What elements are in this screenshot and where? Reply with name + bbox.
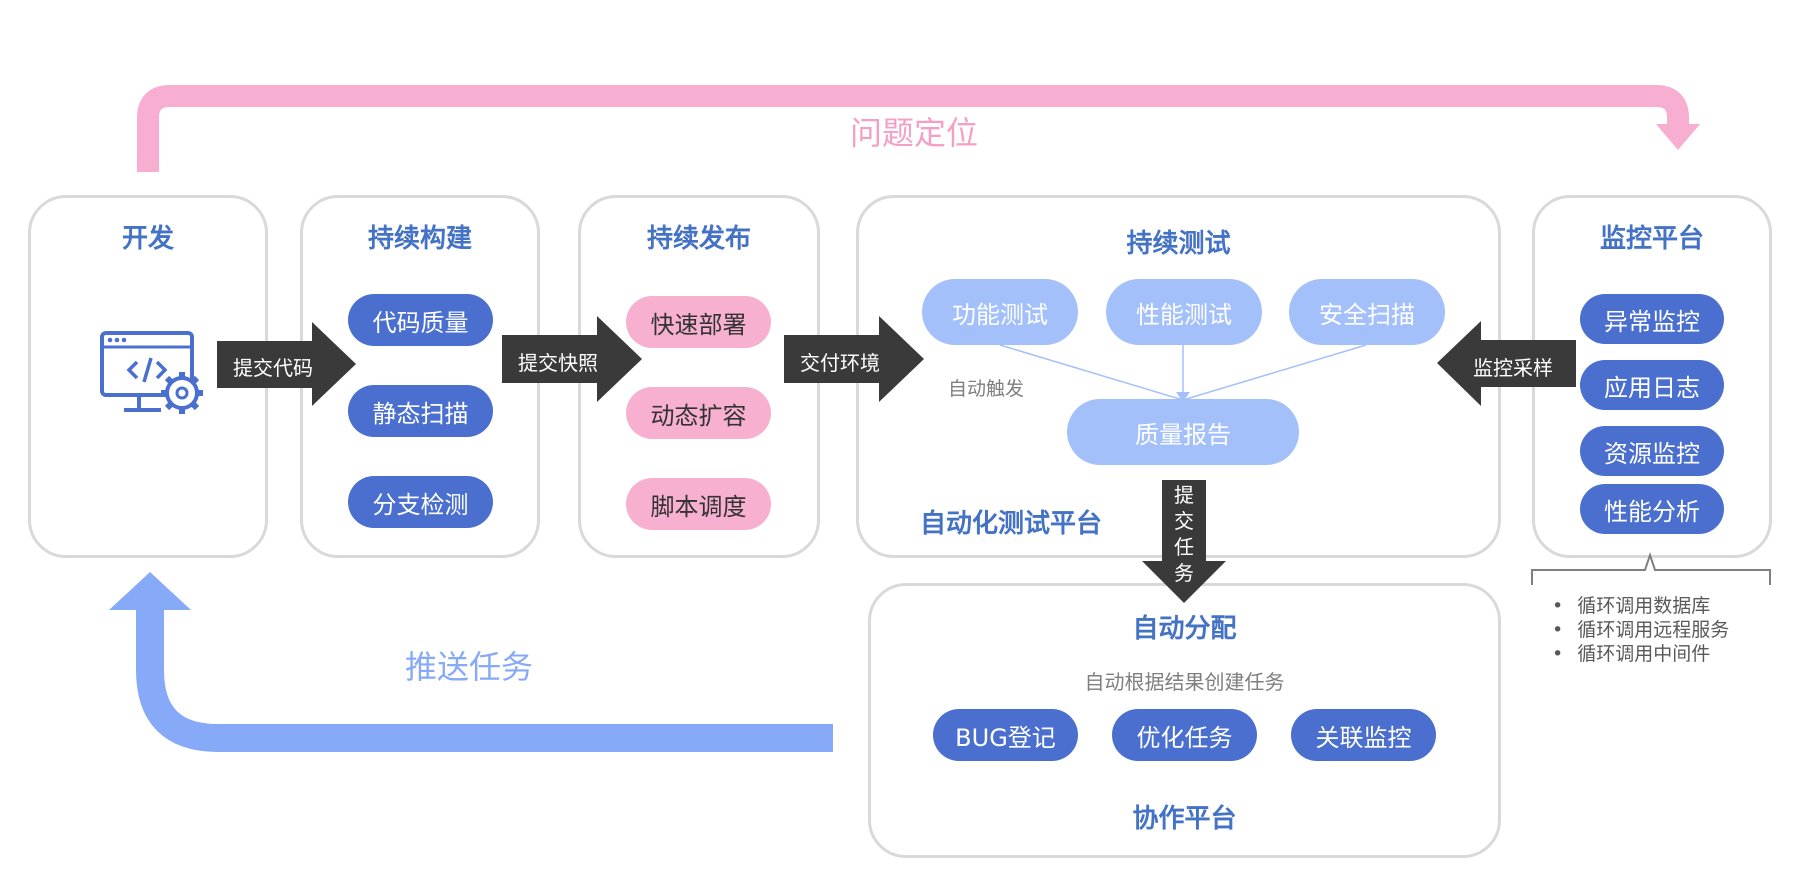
arrow-label-monitor-sample: 监控采样 — [1473, 356, 1553, 380]
code-monitor-gear-icon — [100, 331, 203, 414]
dev-title: 开发 — [121, 224, 174, 254]
monitor-notes: 循环调用数据库 循环调用远程服务 循环调用中间件 — [1548, 594, 1729, 666]
auto-trigger-label: 自动触发 — [948, 378, 1025, 400]
submit-task-char: 交 — [1174, 509, 1194, 533]
monitor-note: 循环调用远程服务 — [1548, 618, 1729, 642]
collab-item-link-monitor: 关联监控 — [1291, 709, 1436, 761]
release-title: 持续发布 — [646, 224, 751, 254]
loop-label-push-task: 推送任务 — [405, 648, 534, 686]
test-platform-label: 自动化测试平台 — [920, 509, 1103, 539]
arrow-monitor-sample — [1437, 321, 1576, 406]
arrow-commit-snapshot — [502, 316, 642, 402]
test-item-functional: 功能测试 — [922, 279, 1078, 345]
test-item-performance: 性能测试 — [1106, 279, 1262, 345]
arrow-submit-task — [1142, 480, 1226, 603]
test-item-security-scan: 安全扫描 — [1289, 279, 1445, 345]
monitor-item-resource: 资源监控 — [1580, 426, 1724, 476]
loop-label-problem-location: 问题定位 — [850, 114, 979, 152]
submit-task-char: 任 — [1174, 535, 1194, 559]
release-item-fast-deploy: 快速部署 — [626, 296, 771, 348]
monitor-item-app-log: 应用日志 — [1580, 360, 1724, 410]
arrow-label-deliver-env: 交付环境 — [800, 351, 880, 375]
release-item-auto-scale: 动态扩容 — [626, 387, 771, 439]
build-item-branch-check: 分支检测 — [348, 476, 493, 528]
collab-subtitle: 自动根据结果创建任务 — [1084, 670, 1285, 694]
release-item-script-schedule: 脚本调度 — [626, 478, 771, 530]
collab-platform-label: 协作平台 — [1132, 804, 1237, 834]
arrow-label-submit-task: 提 交 任 务 — [1172, 482, 1196, 586]
arrow-label-commit-snapshot: 提交快照 — [518, 351, 598, 375]
build-item-code-quality: 代码质量 — [348, 294, 493, 346]
collab-item-bug-register: BUG登记 — [933, 709, 1078, 761]
test-quality-report: 质量报告 — [1067, 399, 1299, 465]
pink-loop-arrowhead — [1656, 124, 1700, 150]
submit-task-char: 务 — [1174, 561, 1194, 585]
collab-title: 自动分配 — [1132, 614, 1237, 644]
build-title: 持续构建 — [367, 224, 472, 254]
monitor-note: 循环调用数据库 — [1548, 594, 1729, 618]
monitor-title: 监控平台 — [1599, 224, 1704, 254]
build-item-static-scan: 静态扫描 — [348, 385, 493, 437]
collab-item-optimize-task: 优化任务 — [1112, 709, 1257, 761]
submit-task-char: 提 — [1174, 483, 1194, 507]
arrow-deliver-env — [784, 316, 924, 402]
arrow-commit-code — [217, 322, 356, 406]
monitor-item-perf-analysis: 性能分析 — [1580, 484, 1724, 534]
blue-loop-arrow — [136, 605, 833, 752]
blue-loop-arrowhead — [109, 572, 191, 610]
monitor-note: 循环调用中间件 — [1548, 642, 1729, 666]
arrow-label-commit-code: 提交代码 — [233, 356, 313, 380]
test-title: 持续测试 — [1126, 229, 1231, 259]
monitor-item-exception: 异常监控 — [1580, 294, 1724, 344]
pink-loop-arrow — [137, 85, 1689, 172]
